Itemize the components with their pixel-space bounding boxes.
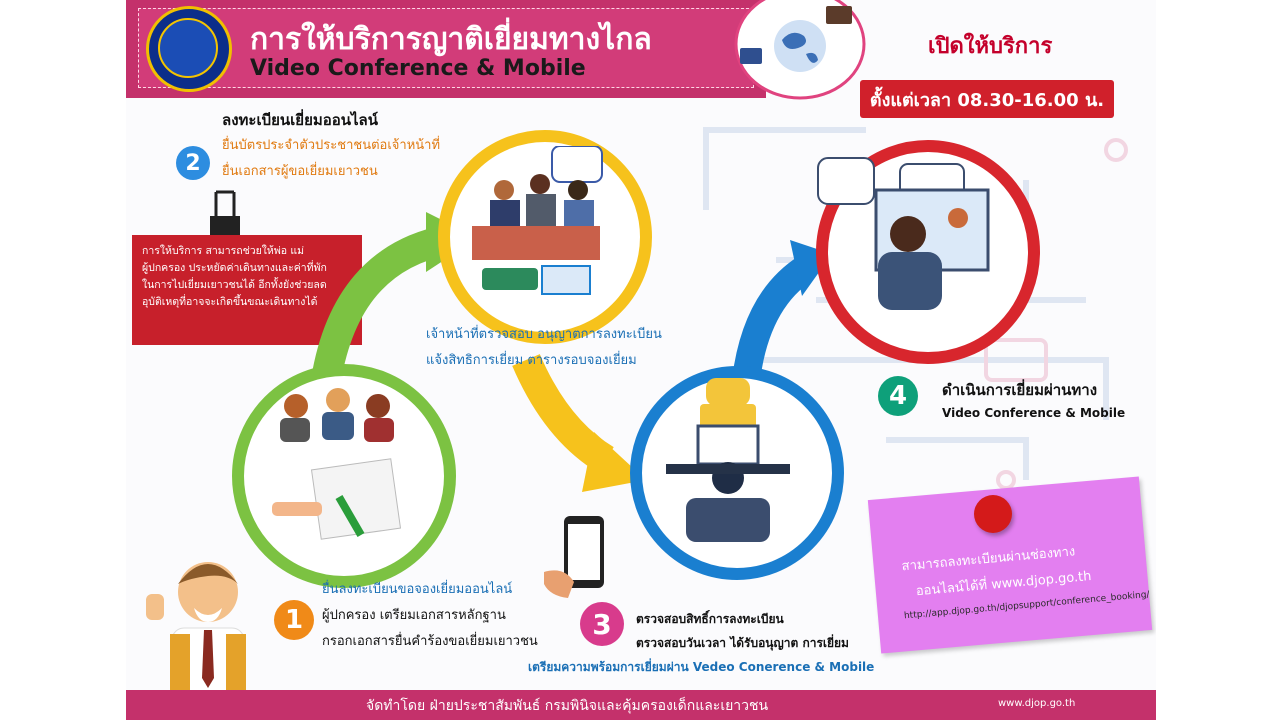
note-line2: ผู้ปกครอง ประหยัดค่าเดินทางและค่าที่พัก <box>142 262 327 274</box>
blue-arrow <box>732 256 814 382</box>
step2-heading: ลงทะเบียนเยี่ยมออนไลน์ <box>222 111 379 129</box>
step3-number-badge: 3 <box>580 602 624 646</box>
step1-illustration <box>272 388 402 540</box>
logo-emblem <box>158 18 218 78</box>
footer-credit: จัดทำโดย ฝ่ายประชาสัมพันธ์ กรมพินิจและคุ… <box>366 698 769 714</box>
step1-line2: ผู้ปกครอง เตรียมเอกสารหลักฐาน <box>322 608 506 623</box>
step2-number-badge: 2 <box>176 146 210 180</box>
step4-title: ดำเนินการเยี่ยมผ่านทาง <box>942 381 1098 399</box>
header-inner <box>138 8 754 88</box>
header-banner <box>126 0 766 98</box>
footer-bar: จัดทำโดย ฝ่ายประชาสัมพันธ์ กรมพินิจและคุ… <box>126 690 1156 720</box>
service-open-title: เปิดให้บริการ <box>928 34 1053 59</box>
step1-number-badge: 1 <box>274 600 314 640</box>
service-hours-badge: ตั้งแต่เวลา 08.30-16.00 น. <box>860 80 1114 118</box>
smartphone-icon <box>544 516 604 598</box>
step4-number-badge: 4 <box>878 376 918 416</box>
step3-line2: ตรวจสอบวันเวลา ได้รับอนุญาต การเยี่ยม <box>636 636 849 650</box>
step3-line1: ตรวจสอบสิทธิ์การลงทะเบียน <box>636 612 784 626</box>
globe-illustration <box>734 0 866 100</box>
step2-line2: ยื่นเอกสารผู้ขอเยี่ยมเยาวชน <box>222 164 378 179</box>
note-line3: ในการไปเยี่ยมเยาวชนได้ อีกทั้งยังช่วยลด <box>142 279 327 291</box>
officer-caption-line1: เจ้าหน้าที่ตรวจสอบ อนุญาตการลงทะเบียน <box>426 327 662 342</box>
benefit-note: การให้บริการ สามารถช่วยให้พ่อ แม่ ผู้ปกค… <box>132 235 362 345</box>
step4-subtitle: Video Conference & Mobile <box>942 406 1126 420</box>
step1-number: 1 <box>284 605 304 635</box>
flow-arrows <box>311 212 832 492</box>
step3-number: 3 <box>592 607 612 641</box>
header-title-th: การให้บริการญาติเยี่ยมทางไกล <box>250 22 652 57</box>
green-arrow <box>311 225 450 383</box>
footer-website[interactable]: www.djop.go.th <box>998 698 1076 709</box>
step1-line1: ยื่นลงทะเบียนขอจองเยี่ยมออนไลน์ <box>322 582 513 597</box>
djop-logo <box>146 6 232 92</box>
meeting-illustration <box>472 146 603 295</box>
step2-number: 2 <box>185 150 201 176</box>
infographic-poster: การให้บริการญาติเยี่ยมทางไกล Video Confe… <box>126 0 1156 720</box>
note-line4: อุบัติเหตุที่อาจจะเกิดขึ้นขณะเดินทางได้ <box>142 296 318 308</box>
header-title-en: Video Conference & Mobile <box>250 56 586 81</box>
step4-number: 4 <box>888 381 908 411</box>
step2-line1: ยื่นบัตรประจำตัวประชาชนต่อเจ้าหน้าที่ <box>222 138 441 153</box>
step1-line3: กรอกเอกสารยื่นคำร้องขอเยี่ยมเยาวชน <box>322 634 538 649</box>
push-pin-icon <box>974 495 1012 533</box>
online-registration-note: สามารถลงทะเบียนผ่านช่องทาง ออนไลน์ได้ที่… <box>867 476 1153 654</box>
video-call-illustration <box>817 157 990 310</box>
note-line1: การให้บริการ สามารถช่วยให้พ่อ แม่ <box>142 245 305 257</box>
step3-line3: เตรียมความพร้อมการเยี่ยมผ่าน Vedeo Coner… <box>528 660 875 674</box>
officer-caption-line2: แจ้งสิทธิการเยี่ยม ตารางรอบจองเยี่ยม <box>426 353 637 368</box>
visitor-illustration <box>666 378 790 542</box>
